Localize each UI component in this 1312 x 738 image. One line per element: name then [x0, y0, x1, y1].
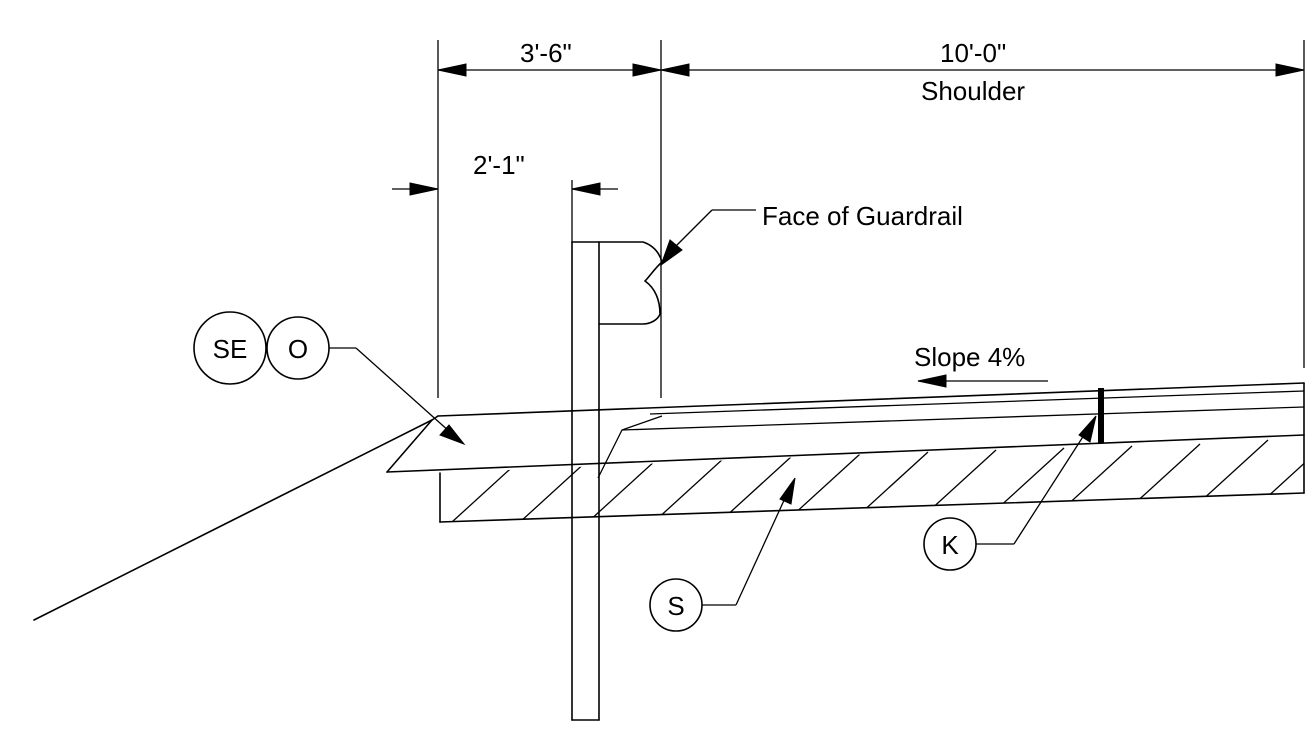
se-tag-circle — [193, 311, 267, 385]
guardrail-post — [571, 241, 600, 721]
base-hatching — [451, 437, 1304, 522]
dimension-3-6: 3'-6" — [520, 38, 572, 68]
pavement-layers — [386, 382, 1305, 523]
face-of-guardrail-label: Face of Guardrail — [762, 201, 963, 231]
embankment-slope-line — [33, 419, 433, 621]
extension-lines — [437, 40, 1305, 398]
o-tag-label: O — [288, 334, 308, 364]
dimension-10-0: 10'-0" — [940, 38, 1006, 68]
se-o-callout — [193, 311, 466, 446]
se-tag-label: SE — [213, 334, 248, 364]
k-tag-label: K — [941, 530, 959, 560]
face-of-guardrail-leader — [659, 209, 756, 267]
top-dimension-line — [437, 63, 1305, 77]
k-callout — [923, 415, 1097, 571]
slope-label: Slope 4% — [914, 342, 1025, 372]
dimension-2-1: 2'-1" — [473, 150, 525, 180]
s-callout — [649, 477, 796, 632]
guardrail-rail — [598, 241, 663, 325]
offset-dimension-arrows — [392, 182, 618, 196]
shoulder-label: Shoulder — [921, 76, 1025, 106]
s-tag-label: S — [667, 591, 684, 621]
slope-arrow — [917, 374, 1048, 388]
